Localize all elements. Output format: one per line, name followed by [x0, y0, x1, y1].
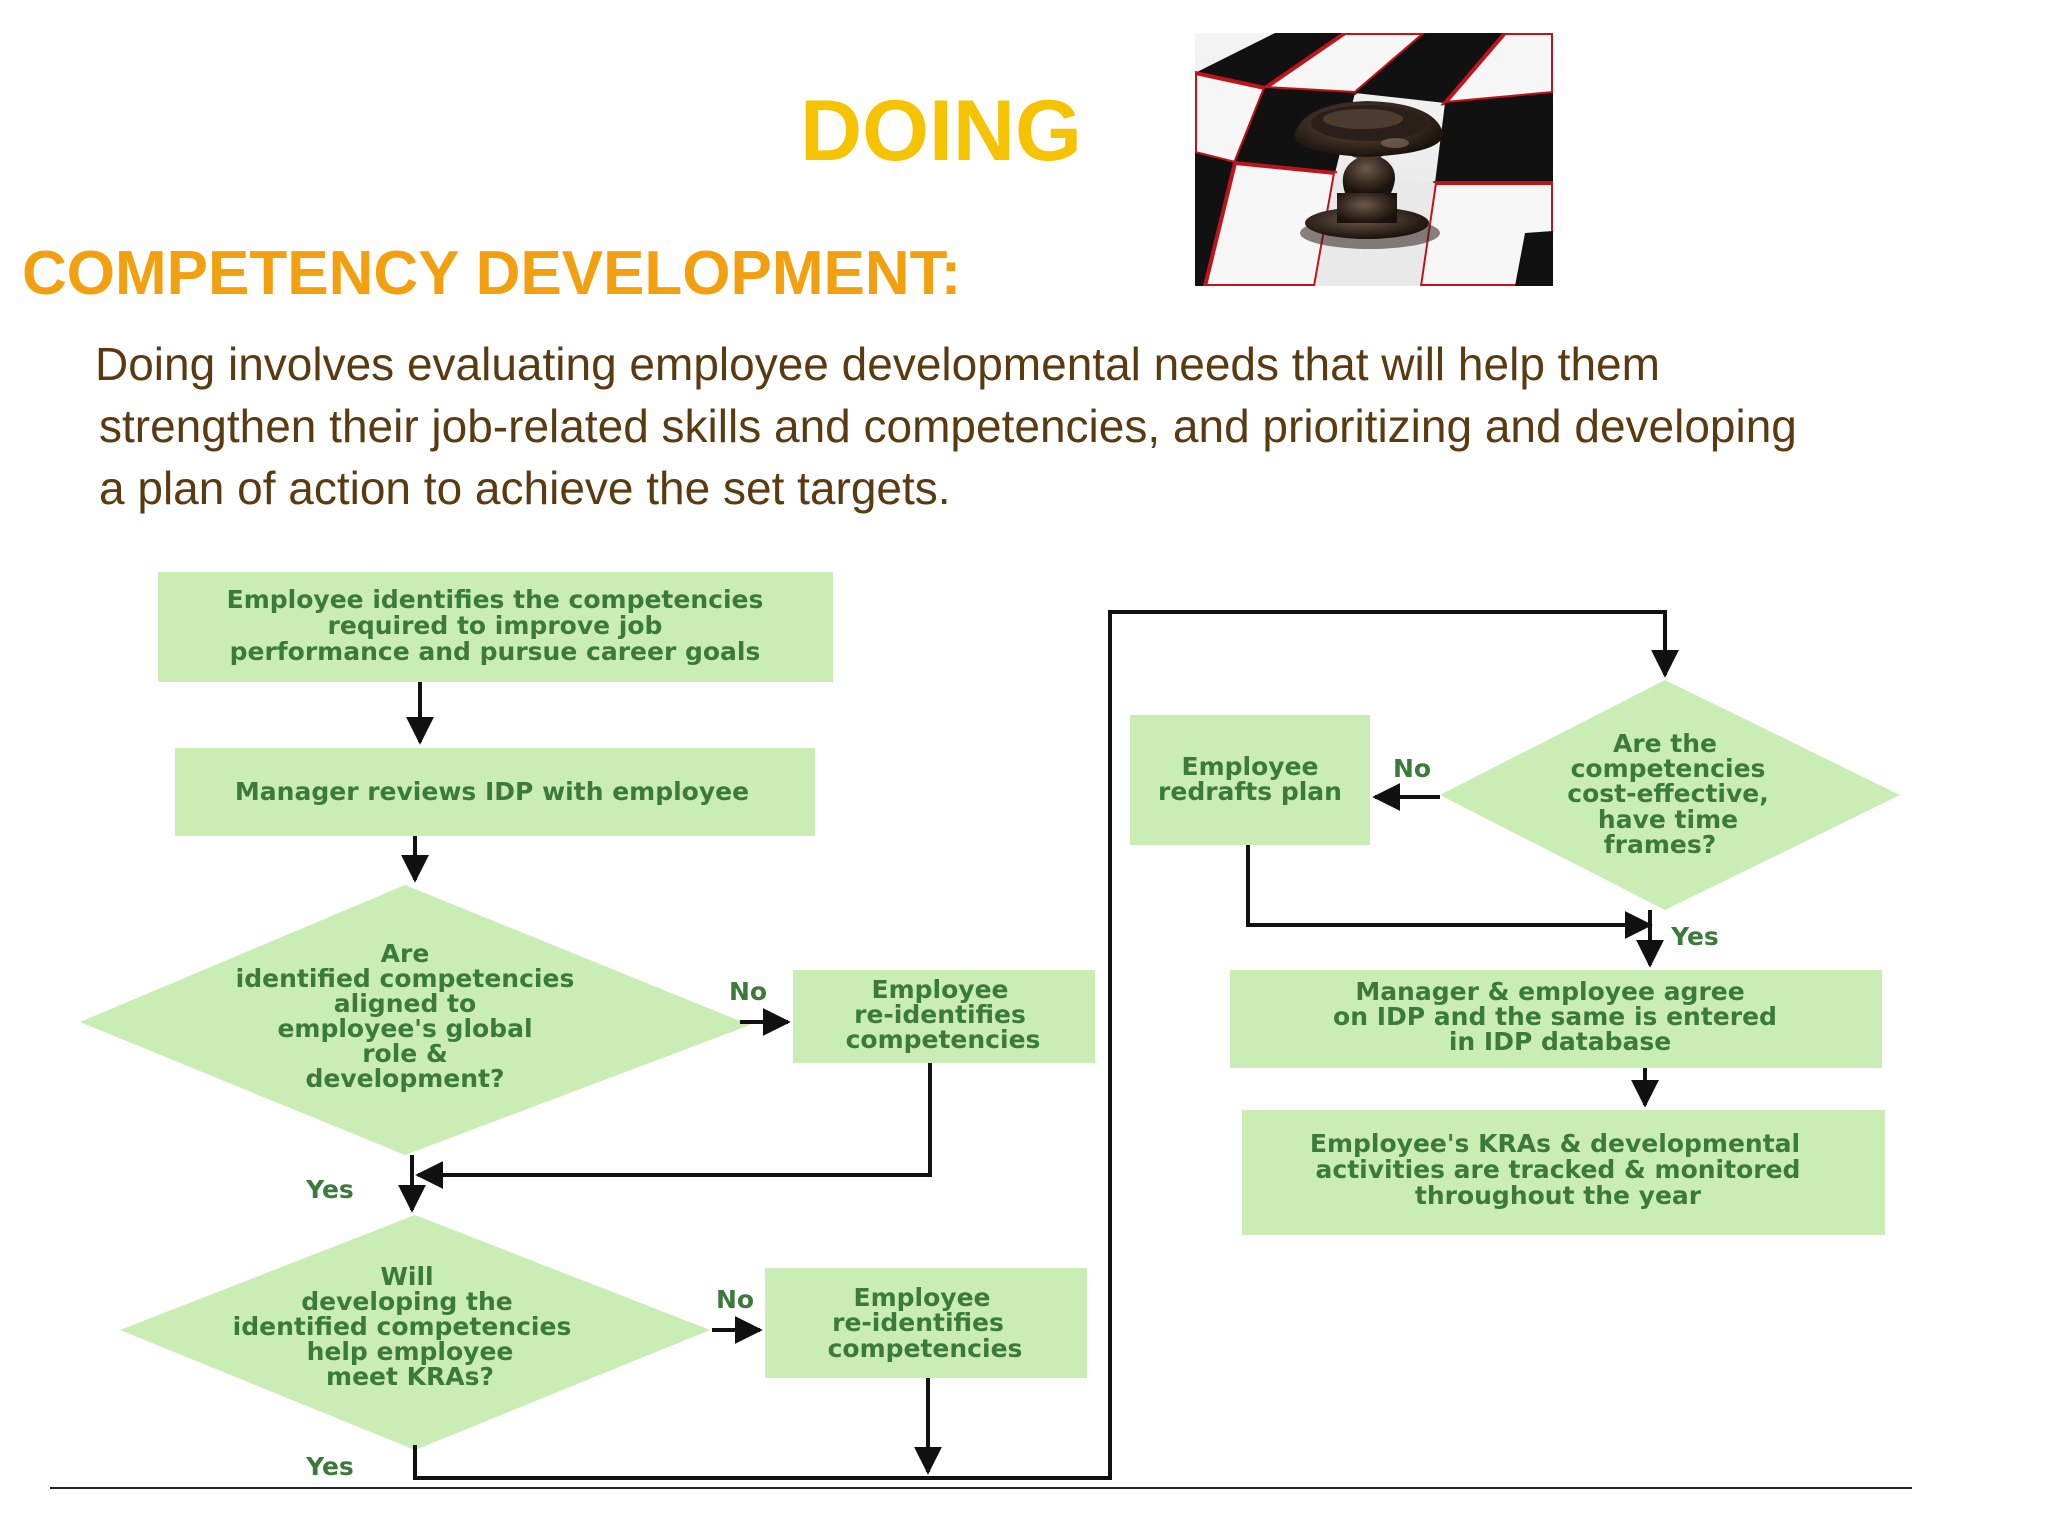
node-manager-reviews: Manager reviews IDP with employee	[175, 748, 815, 836]
node-agree-line-2: on IDP and the same is entered	[1333, 1002, 1777, 1031]
node-redrafts-line-2: redrafts plan	[1158, 777, 1342, 806]
node-manager-reviews-line-1: Manager reviews IDP with employee	[235, 777, 749, 806]
chess-piece-photo	[1195, 33, 1553, 286]
node-reidentify-1: Employee re-identifies competencies	[793, 970, 1095, 1063]
node-agree-line-1: Manager & employee agree	[1355, 977, 1744, 1006]
node-identify-competencies: Employee identifies the competencies req…	[158, 572, 833, 682]
decision-aligned-line-1: Are	[381, 939, 430, 968]
label-yes-cost: Yes	[1670, 922, 1719, 951]
label-no-aligned: No	[729, 977, 767, 1006]
label-no-cost: No	[1393, 754, 1431, 783]
node-redrafts-plan: Employee redrafts plan	[1130, 715, 1370, 845]
connectors	[398, 610, 1679, 1480]
decision-help-kras-line-5: meet KRAs?	[326, 1362, 494, 1391]
description-line-1: Doing involves evaluating employee devel…	[95, 338, 1660, 390]
node-reidentify-2-line-2: re-identifies	[832, 1308, 1004, 1337]
node-reidentify-1-line-1: Employee	[872, 975, 1009, 1004]
node-tracked-line-1: Employee's KRAs & developmental	[1310, 1129, 1800, 1158]
decision-help-kras-line-1: Will	[380, 1262, 433, 1291]
description-line-2: strengthen their job-related skills and …	[99, 400, 1797, 452]
label-yes-kras: Yes	[305, 1452, 354, 1481]
label-yes-aligned: Yes	[305, 1175, 354, 1204]
node-identify-line-3: performance and pursue career goals	[230, 637, 761, 666]
decision-aligned-line-6: development?	[306, 1064, 505, 1093]
node-tracked: Employee's KRAs & developmental activiti…	[1242, 1110, 1885, 1235]
decision-aligned-line-2: identified competencies	[236, 964, 575, 993]
decision-help-kras-line-3: identified competencies	[233, 1312, 572, 1341]
page-title: DOING	[800, 83, 1082, 179]
node-reidentify-2: Employee re-identifies competencies	[765, 1268, 1087, 1378]
decision-cost-line-5: frames?	[1604, 830, 1716, 859]
description-line-3: a plan of action to achieve the set targ…	[99, 462, 951, 514]
node-identify-line-2: required to improve job	[328, 611, 663, 640]
description-paragraph: Doing involves evaluating employee devel…	[95, 333, 2025, 519]
edge-kras-yes-path	[413, 610, 1679, 1480]
edge-redraft-return	[1246, 845, 1653, 939]
node-tracked-line-3: throughout the year	[1415, 1181, 1702, 1210]
decision-help-kras: Will developing the identified competenc…	[120, 1215, 710, 1450]
decision-aligned: Are identified competencies aligned to e…	[80, 885, 750, 1155]
decision-aligned-line-5: role &	[362, 1039, 448, 1068]
node-identify-line-1: Employee identifies the competencies	[227, 585, 764, 614]
decision-cost-line-1: Are the	[1613, 729, 1717, 758]
decision-help-kras-line-2: developing the	[301, 1287, 512, 1316]
node-agree-idp: Manager & employee agree on IDP and the …	[1230, 970, 1882, 1068]
node-agree-line-3: in IDP database	[1449, 1027, 1671, 1056]
decision-cost-line-4: have time	[1598, 805, 1738, 834]
decision-aligned-line-3: aligned to	[334, 989, 476, 1018]
node-reidentify-2-line-3: competencies	[828, 1334, 1023, 1363]
node-redrafts-line-1: Employee	[1182, 752, 1319, 781]
label-no-kras: No	[716, 1285, 754, 1314]
edge-reidentify1-return	[415, 1063, 932, 1189]
node-tracked-line-2: activities are tracked & monitored	[1316, 1155, 1801, 1184]
decision-cost-line-3: cost-effective,	[1567, 779, 1768, 808]
node-reidentify-1-line-2: re-identifies	[854, 1000, 1026, 1029]
decision-aligned-line-4: employee's global	[277, 1014, 532, 1043]
decision-help-kras-line-4: help employee	[307, 1337, 514, 1366]
node-reidentify-1-line-3: competencies	[846, 1025, 1041, 1054]
decision-cost-line-2: competencies	[1571, 754, 1766, 783]
node-reidentify-2-line-1: Employee	[854, 1283, 991, 1312]
decision-cost-effective: Are the competencies cost-effective, hav…	[1440, 680, 1900, 910]
section-heading: COMPETENCY DEVELOPMENT:	[22, 239, 962, 308]
